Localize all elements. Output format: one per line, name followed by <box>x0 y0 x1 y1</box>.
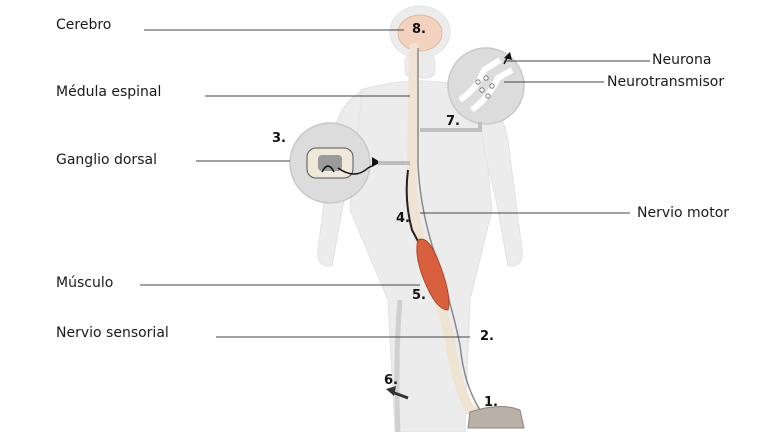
label-musculo: Músculo <box>56 275 113 291</box>
step-7: 7. <box>446 115 460 129</box>
step-3: 3. <box>272 132 286 146</box>
label-medula-espinal: Médula espinal <box>56 84 161 100</box>
label-nervio-motor: Nervio motor <box>637 205 729 221</box>
label-neurotransmisor: Neurotransmisor <box>607 74 724 90</box>
label-nervio-sensorial: Nervio sensorial <box>56 325 169 341</box>
label-cerebro: Cerebro <box>56 17 111 33</box>
synapse-callout <box>448 48 524 124</box>
step-4: 4. <box>396 212 410 226</box>
label-ganglio-dorsal: Ganglio dorsal <box>56 152 157 168</box>
step-6: 6. <box>384 374 398 388</box>
step-8: 8. <box>412 23 426 37</box>
label-neurona: Neurona <box>652 52 711 68</box>
step-1: 1. <box>484 396 498 410</box>
step-5: 5. <box>412 289 426 303</box>
step-2: 2. <box>480 330 494 344</box>
